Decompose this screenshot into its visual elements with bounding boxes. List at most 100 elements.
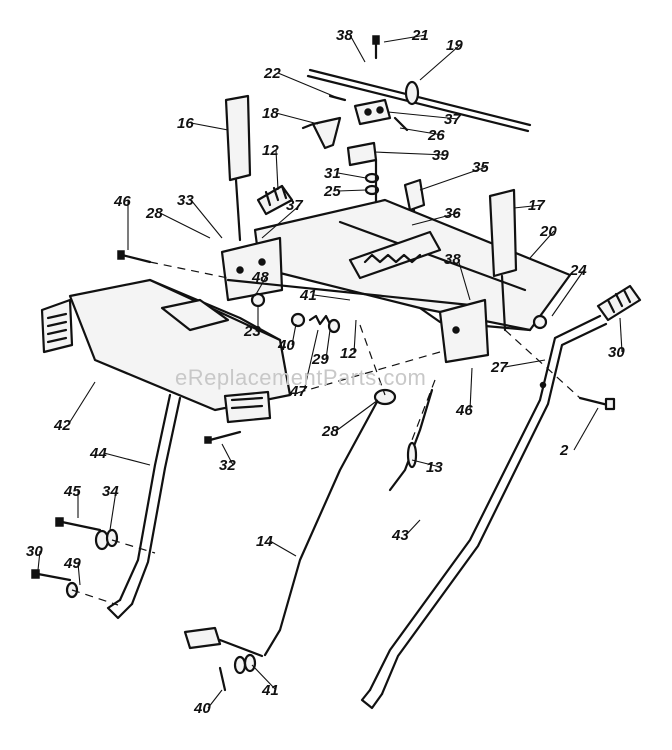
leader-line: [337, 189, 367, 192]
callout-number: 13: [426, 459, 443, 476]
watermark-text: eReplacementParts.com: [175, 365, 426, 390]
callout-number: 30: [26, 543, 43, 560]
callout-number: 34: [102, 483, 119, 500]
crank-part: [183, 626, 264, 658]
leader-line: [529, 230, 555, 259]
leader-line: [67, 381, 96, 426]
callout-number: 18: [262, 105, 279, 122]
right-hand-grip-part: [596, 284, 642, 322]
leader-line: [77, 562, 81, 586]
callout-number: 12: [262, 142, 279, 159]
leader-line: [251, 664, 277, 691]
callout-number: 21: [411, 27, 429, 44]
leader-line: [269, 540, 297, 557]
callout-number: 38: [336, 27, 353, 44]
callout-number: 40: [277, 337, 295, 354]
left-frame-bracket-part: [220, 236, 472, 307]
callout-number: 23: [243, 323, 261, 340]
right-bolt-part: [578, 396, 616, 411]
leader-lines: [37, 34, 623, 709]
leader-line: [411, 212, 459, 226]
leader-line: [190, 122, 229, 131]
leader-line: [337, 172, 367, 179]
bolt-2-part: [204, 430, 242, 444]
leader-line: [419, 166, 487, 191]
right-handle-bar-part: [360, 314, 608, 710]
callout-number: 17: [528, 197, 545, 214]
callout-number: 31: [324, 165, 341, 182]
leader-line: [159, 212, 211, 239]
leader-line: [573, 407, 599, 451]
leader-line: [261, 204, 301, 239]
callout-number: 49: [63, 555, 81, 572]
callout-number: 12: [340, 345, 357, 362]
console-panel-part: [253, 198, 572, 332]
left-hardware-part: [31, 517, 119, 599]
leader-line: [254, 276, 267, 297]
callout-number: 44: [89, 445, 107, 462]
callout-number: 47: [289, 383, 307, 400]
lower-hardware-part: [218, 653, 257, 692]
leader-line: [335, 399, 379, 432]
left-hand-grip-part: [256, 184, 294, 216]
callout-number: 29: [311, 351, 329, 368]
callout-number: 28: [321, 423, 339, 440]
shift-rod-part: [306, 68, 532, 133]
callout-number: 28: [145, 205, 163, 222]
leader-line: [275, 112, 319, 125]
leader-line: [551, 269, 585, 317]
callout-number: 43: [391, 527, 409, 544]
callout-number: 48: [251, 269, 269, 286]
alignment-lines: [71, 261, 581, 606]
leader-line: [387, 111, 459, 120]
callout-number: 24: [569, 262, 587, 279]
leader-line: [353, 319, 357, 354]
callout-number: 25: [323, 183, 341, 200]
callout-number: 42: [53, 417, 71, 434]
leader-line: [275, 149, 279, 191]
callout-number: 46: [113, 193, 131, 210]
leader-line: [207, 689, 223, 709]
callout-number: 37: [286, 197, 303, 214]
leader-line: [419, 44, 461, 81]
shift-lever-part: [301, 116, 342, 150]
leader-line: [383, 34, 427, 43]
leader-line: [103, 452, 151, 466]
callout-number: 39: [432, 147, 449, 164]
callout-number: 45: [63, 483, 81, 500]
shift-bracket-part: [353, 98, 409, 132]
leader-line: [513, 204, 543, 209]
callout-number: 22: [263, 65, 281, 82]
callout-number: 27: [490, 359, 508, 376]
right-control-grip-part: [488, 188, 518, 332]
leader-line: [405, 519, 421, 536]
callout-number: 41: [261, 682, 279, 699]
left-handle-bar-part: [106, 393, 182, 620]
leader-line: [190, 199, 223, 239]
leader-line: [221, 443, 234, 466]
callout-number: 41: [299, 287, 317, 304]
shroud-part: [40, 278, 292, 424]
callout-number: 16: [177, 115, 194, 132]
left-control-grip-part: [224, 94, 252, 242]
callout-number: 37: [444, 111, 461, 128]
left-bolt-part: [117, 250, 152, 264]
callout-number: 26: [427, 127, 445, 144]
leader-line: [313, 294, 351, 301]
leader-line: [303, 329, 319, 392]
shift-gate-part: [348, 230, 442, 280]
callout-number: 36: [444, 205, 461, 222]
leader-line: [504, 359, 546, 368]
leader-line: [291, 323, 297, 346]
right-frame-bracket-part: [438, 298, 490, 364]
callout-number: 14: [256, 533, 273, 550]
leader-line: [399, 127, 443, 136]
leader-line: [277, 72, 339, 99]
callout-number: 2: [559, 442, 569, 459]
leader-line: [325, 329, 331, 360]
leader-line: [37, 550, 41, 571]
guide-block-part: [346, 141, 378, 167]
callout-number: 33: [177, 192, 194, 209]
